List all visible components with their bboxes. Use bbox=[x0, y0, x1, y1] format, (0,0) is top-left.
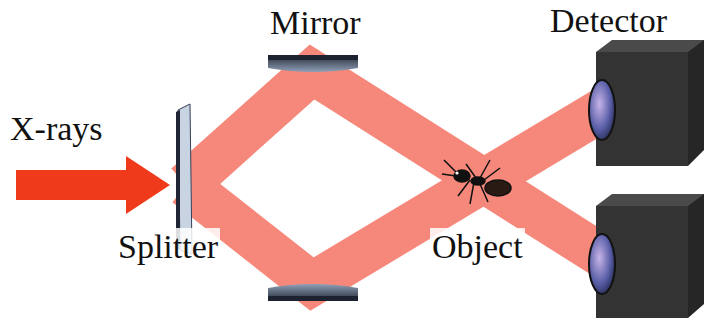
text-label: X-rays bbox=[8, 110, 105, 147]
top-mirror bbox=[268, 55, 358, 72]
ant-object bbox=[442, 160, 511, 204]
text-label: Detector bbox=[548, 2, 669, 39]
bottom-mirror bbox=[268, 284, 358, 301]
upper-detector bbox=[589, 40, 704, 166]
xray-arrow bbox=[16, 156, 170, 214]
text-label: Object bbox=[430, 228, 525, 265]
text-label: Splitter bbox=[116, 228, 220, 265]
xray-beams bbox=[186, 72, 612, 284]
text-label: Mirror bbox=[268, 4, 363, 41]
lower-detector bbox=[589, 194, 704, 318]
